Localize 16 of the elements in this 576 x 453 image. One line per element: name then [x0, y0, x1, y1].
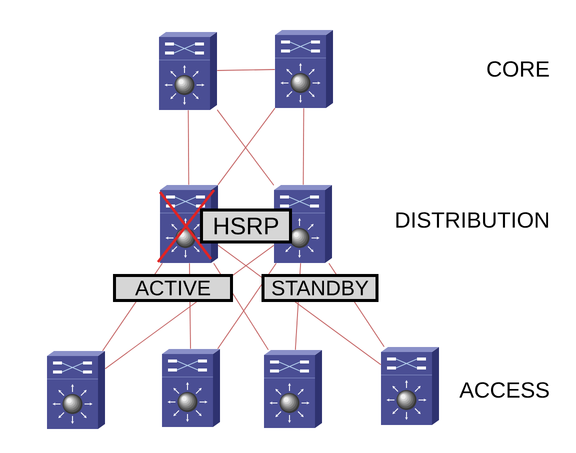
switch-icon [380, 347, 439, 425]
switch-icon [46, 351, 105, 429]
switch-icon [162, 349, 220, 427]
layer-label: DISTRIBUTION [396, 212, 548, 228]
switch-icon [274, 30, 333, 108]
link-line [188, 110, 190, 186]
switch-icon [264, 350, 322, 428]
link-line [216, 69, 276, 71]
label-box: STANDBY [262, 274, 378, 302]
label-box: ACTIVE [113, 274, 233, 302]
switch-icon [158, 32, 217, 110]
layer-label: CORE [487, 61, 549, 77]
link-line [217, 262, 277, 350]
label-box: HSRP [200, 208, 292, 244]
link-line [302, 108, 304, 186]
layer-label: ACCESS [459, 382, 549, 398]
